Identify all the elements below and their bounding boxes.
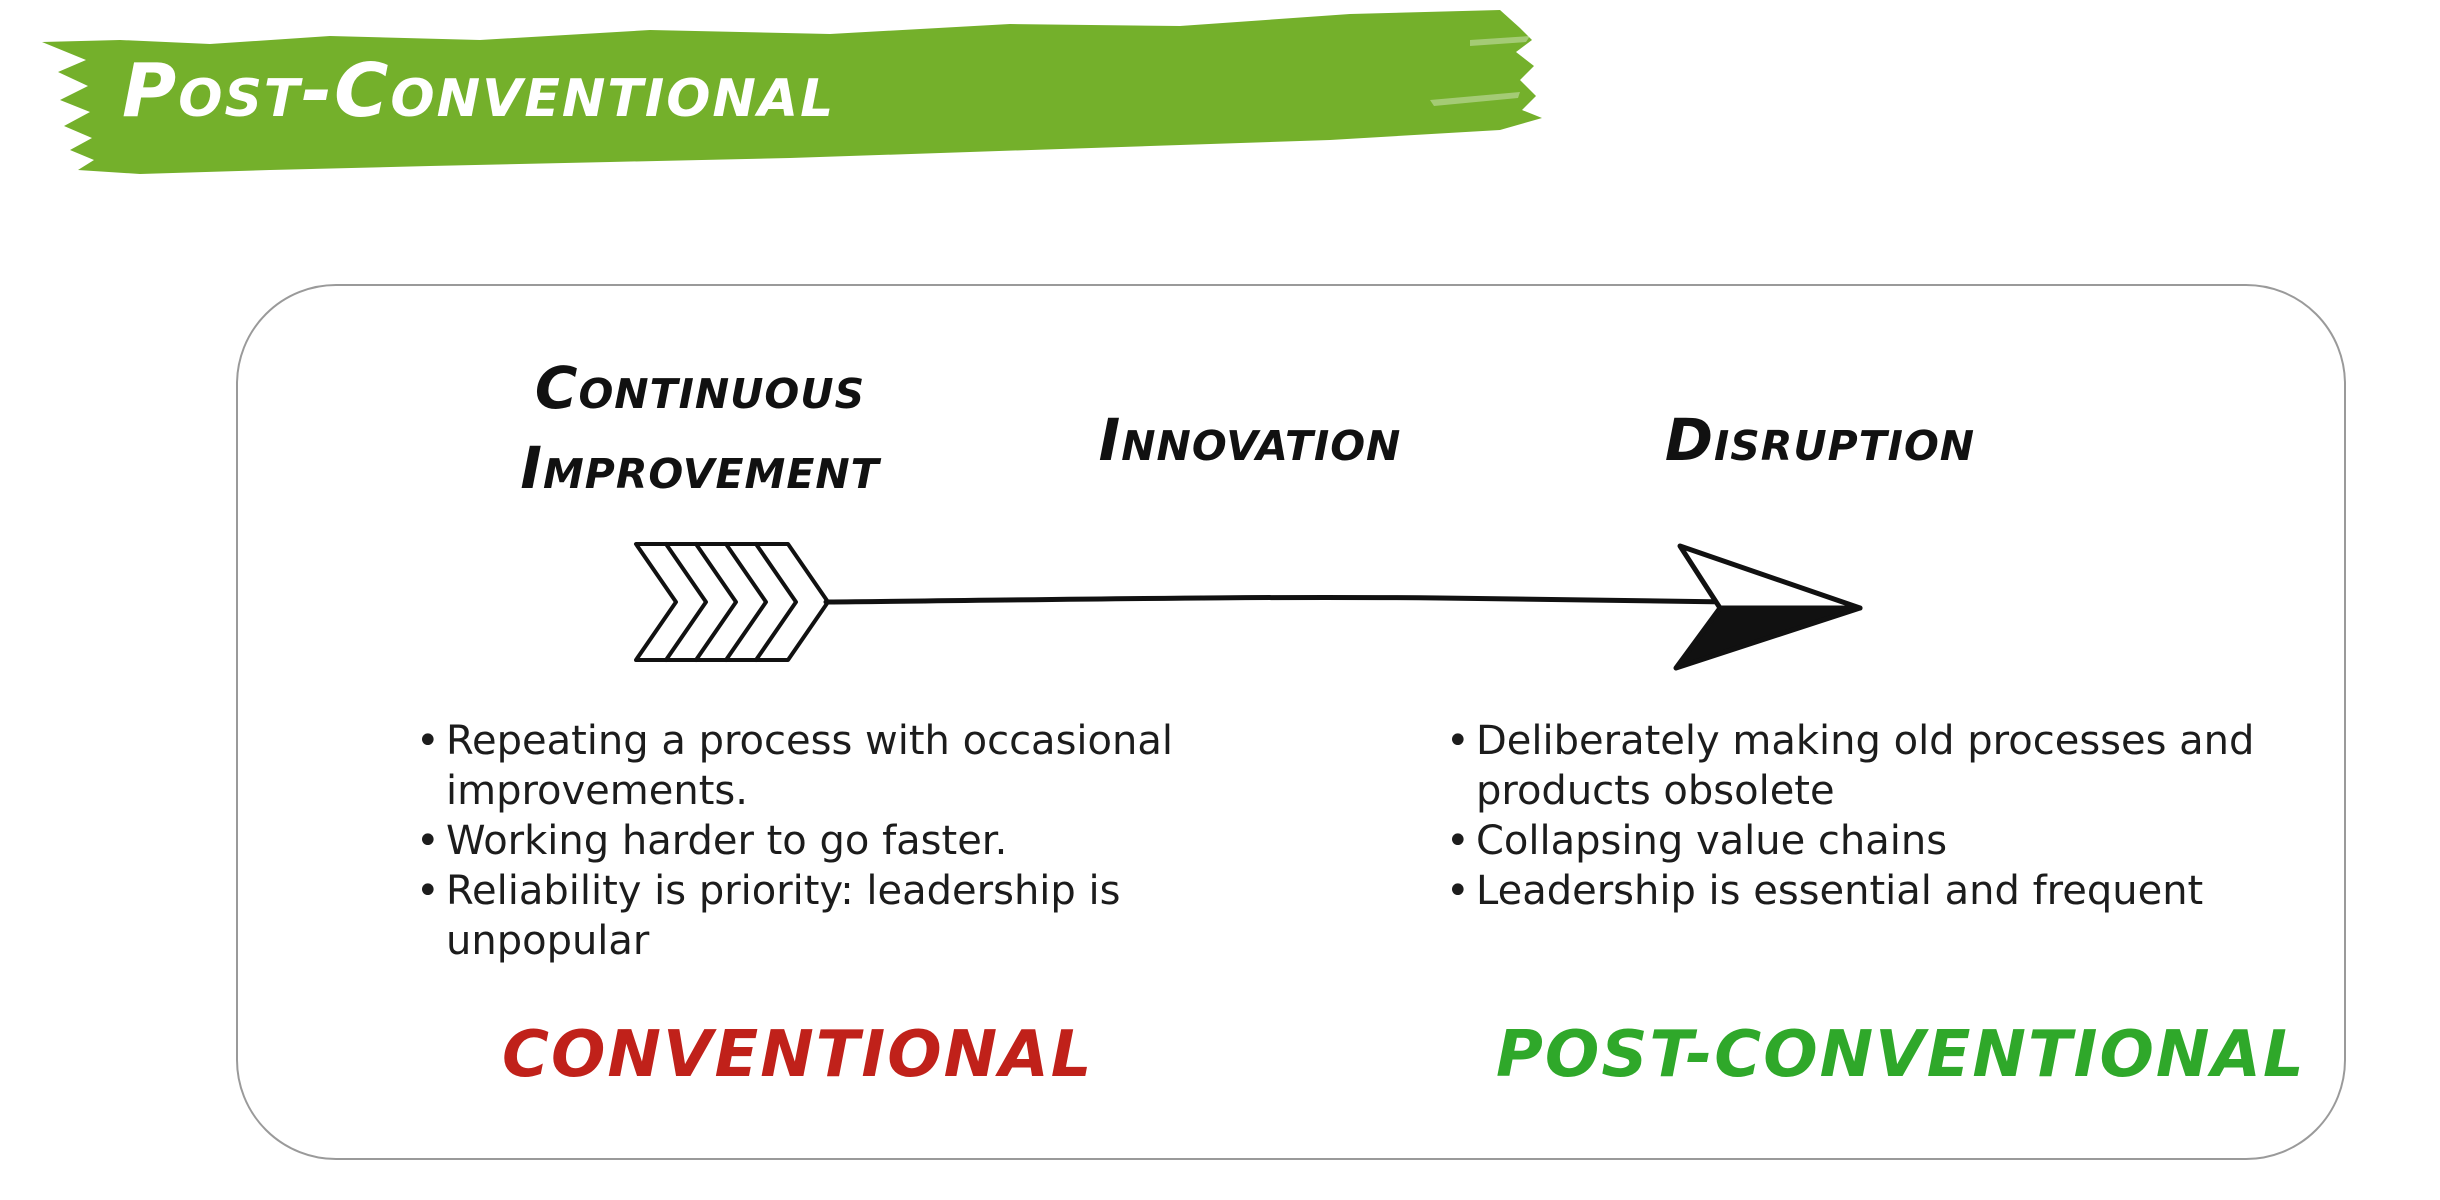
- arrowhead-icon: [1673, 543, 1863, 671]
- brush-stroke-background: [42, 10, 1542, 174]
- list-item: Working harder to go faster.: [416, 816, 1316, 866]
- arrow-shaft: [823, 594, 1733, 605]
- stage-label-continuous-improvement: Continuous Improvement: [480, 348, 920, 508]
- arrow-fletching-icon: [634, 542, 830, 662]
- diagram-frame: [236, 284, 2346, 1160]
- progression-arrow: [634, 542, 1863, 671]
- stage-label-innovation: Innovation: [1098, 406, 1402, 474]
- title-banner: Post-Conventional: [30, 0, 1550, 190]
- post-conventional-bullet-list: Deliberately making old processes and pr…: [1446, 716, 2326, 916]
- stage-label-line: Improvement: [520, 434, 880, 502]
- category-label-conventional: CONVENTIONAL: [502, 1018, 1094, 1092]
- list-item: Deliberately making old processes and pr…: [1446, 716, 2326, 816]
- list-item: Repeating a process with occasional impr…: [416, 716, 1316, 816]
- page-title: Post-Conventional: [122, 48, 836, 134]
- conventional-bullet-list: Repeating a process with occasional impr…: [416, 716, 1316, 966]
- category-label-post-conventional: POST-CONVENTIONAL: [1496, 1018, 2306, 1092]
- stage-label-line: Continuous: [534, 354, 866, 422]
- list-item: Reliability is priority: leadership is u…: [416, 866, 1316, 966]
- list-item: Leadership is essential and frequent: [1446, 866, 2326, 916]
- list-item: Collapsing value chains: [1446, 816, 2326, 866]
- stage-label-disruption: Disruption: [1664, 406, 1976, 474]
